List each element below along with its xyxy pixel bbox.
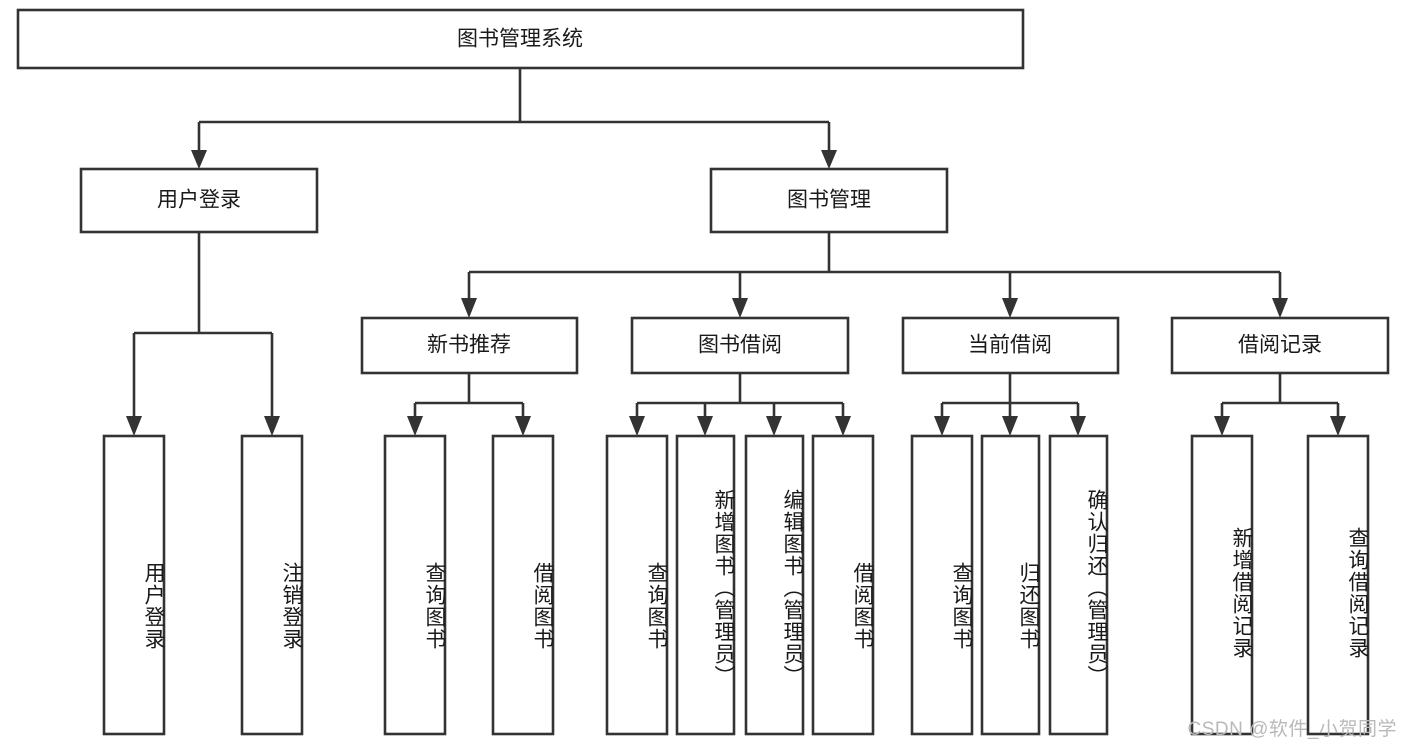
node-book-borrow-label: 图书借阅 — [698, 334, 782, 357]
node-leaf-query-book-2-box[interactable] — [605, 434, 669, 736]
node-leaf-confirm-return-box[interactable] — [1048, 434, 1109, 736]
watermark: CSDN @软件_小贺同学 — [1187, 719, 1397, 740]
node-root-label: 图书管理系统 — [457, 28, 583, 51]
arrowhead-new-book-recommend — [461, 298, 477, 318]
arrowhead-leaf-confirm-return — [1070, 416, 1086, 436]
arrowhead-leaf-borrow-book-1 — [515, 416, 531, 436]
node-leaf-user-login-box[interactable] — [102, 434, 166, 736]
arrowhead-leaf-edit-book — [766, 416, 782, 436]
node-leaf-borrow-book-1-box[interactable] — [491, 434, 555, 736]
node-user-login-label: 用户登录 — [157, 189, 241, 212]
node-root-box[interactable] — [16, 8, 1025, 70]
arrowhead-leaf-user-login — [126, 416, 142, 436]
node-user-login[interactable]: 用户登录 — [79, 167, 319, 234]
node-new-book-recommend-label: 新书推荐 — [427, 334, 511, 357]
node-book-manage-box[interactable] — [709, 167, 949, 234]
node-leaf-query-book-1-box[interactable] — [383, 434, 447, 736]
node-borrow-record-label: 借阅记录 — [1238, 334, 1322, 357]
arrowhead-current-borrow — [1002, 298, 1018, 318]
arrowhead-leaf-return-book — [1002, 416, 1018, 436]
arrowhead-leaf-query-book-2 — [629, 416, 645, 436]
node-leaf-add-record-box[interactable] — [1190, 434, 1254, 736]
node-leaf-borrow-book-2-box[interactable] — [811, 434, 875, 736]
node-leaf-query-book-3-box[interactable] — [910, 434, 974, 736]
connector-group — [126, 68, 1346, 436]
arrowhead-leaf-query-record — [1330, 416, 1346, 436]
arrowhead-leaf-borrow-book-2 — [835, 416, 851, 436]
arrowhead-leaf-query-book-3 — [934, 416, 950, 436]
node-new-book-recommend-box[interactable] — [360, 316, 579, 375]
arrowhead-book-borrow — [732, 298, 748, 318]
node-book-borrow-box[interactable] — [630, 316, 850, 375]
node-new-book-recommend[interactable]: 新书推荐 — [360, 316, 579, 375]
arrowhead-leaf-user-logout — [264, 416, 280, 436]
arrowhead-bookmanage — [821, 150, 837, 169]
node-user-login-box[interactable] — [79, 167, 319, 234]
node-book-borrow[interactable]: 图书借阅 — [630, 316, 850, 375]
node-borrow-record[interactable]: 借阅记录 — [1170, 316, 1390, 375]
node-current-borrow[interactable]: 当前借阅 — [901, 316, 1120, 375]
node-borrow-record-box[interactable] — [1170, 316, 1390, 375]
node-current-borrow-label: 当前借阅 — [968, 334, 1052, 357]
node-current-borrow-box[interactable] — [901, 316, 1120, 375]
node-leaf-add-book-box[interactable] — [675, 434, 736, 736]
arrowhead-leaf-query-book-1 — [407, 416, 423, 436]
leaf-box-group — [102, 434, 1370, 736]
arrowhead-userlogin — [191, 150, 207, 169]
node-book-manage-label: 图书管理 — [787, 189, 871, 212]
arrowhead-leaf-add-record — [1214, 416, 1230, 436]
node-root[interactable]: 图书管理系统 — [16, 8, 1025, 70]
node-leaf-return-book-box[interactable] — [980, 434, 1041, 736]
node-leaf-user-logout-box[interactable] — [240, 434, 304, 736]
arrowhead-leaf-add-book — [697, 416, 713, 436]
node-leaf-query-record-box[interactable] — [1306, 434, 1370, 736]
node-leaf-edit-book-box[interactable] — [744, 434, 805, 736]
arrowhead-borrow-record — [1272, 298, 1288, 318]
node-book-manage[interactable]: 图书管理 — [709, 167, 949, 234]
